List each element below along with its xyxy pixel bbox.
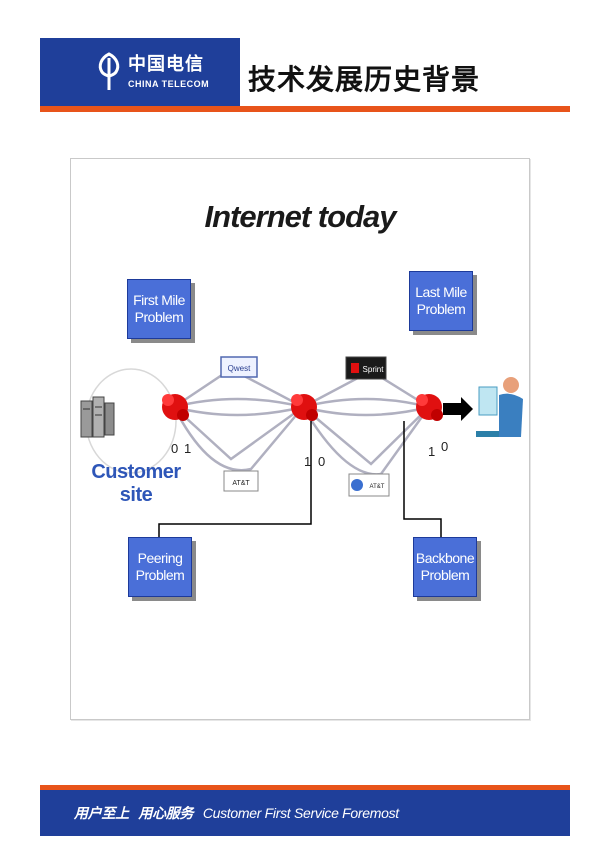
router-right-icon (416, 394, 443, 421)
footer-bar: 用户至上 用心服务 Customer First Service Foremos… (40, 790, 570, 836)
server-rack-icon (80, 396, 115, 438)
first-mile-problem-box: First Mile Problem (127, 279, 191, 339)
mesh-links-left (172, 367, 304, 472)
backbone-problem-box: Backbone Problem (413, 537, 477, 597)
peering-callout-line (158, 421, 312, 549)
footer-slogan-cn-a: 用户至上 (74, 806, 129, 822)
user-at-computer-icon (476, 377, 523, 437)
header-divider (40, 106, 570, 112)
svg-text:1: 1 (304, 454, 311, 469)
page-title: 技术发展历史背景 (247, 63, 480, 96)
logo-en-text: CHINA TELECOM (128, 79, 210, 89)
svg-text:Sprint: Sprint (363, 365, 385, 374)
footer-slogan: 用户至上 用心服务 Customer First Service Foremos… (74, 803, 399, 823)
att-logo-right: AT&T (348, 473, 390, 497)
svg-text:1: 1 (428, 444, 435, 459)
svg-text:1: 1 (184, 441, 191, 456)
svg-text:AT&T: AT&T (232, 480, 250, 487)
peering-problem-box: Peering Problem (128, 537, 192, 597)
att-logo-left: AT&T (223, 470, 259, 492)
logo-cn-text: 中国电信 (128, 54, 204, 75)
router-left-icon (162, 394, 189, 421)
network-diagram: Qwest Sprint AT&T AT&T 0 1 1 0 (80, 356, 523, 549)
footer-slogan-en: Customer First Service Foremost (202, 805, 399, 821)
footer-slogan-cn-b: 用心服务 (138, 806, 194, 822)
china-telecom-logo-icon (98, 52, 120, 90)
arrow-right-icon (443, 397, 473, 421)
backbone-callout-line (403, 421, 442, 539)
china-telecom-logo: 中国电信 CHINA TELECOM (40, 38, 240, 106)
qwest-logo: Qwest (220, 356, 258, 378)
svg-text:AT&T: AT&T (370, 484, 385, 490)
slide-title: Internet today (204, 199, 397, 234)
customer-site-label: Customer site (91, 461, 181, 506)
svg-text:0: 0 (318, 454, 325, 469)
svg-text:0: 0 (171, 441, 178, 456)
svg-text:Qwest: Qwest (228, 364, 251, 373)
slide-frame: Internet today (70, 158, 530, 720)
sprint-logo: Sprint (345, 356, 387, 380)
last-mile-problem-box: Last Mile Problem (409, 271, 473, 331)
router-center-icon (291, 394, 318, 421)
footer-divider (40, 785, 570, 790)
svg-text:0: 0 (441, 439, 448, 454)
header-bar: 中国电信 CHINA TELECOM 技术发展历史背景 (40, 38, 570, 106)
